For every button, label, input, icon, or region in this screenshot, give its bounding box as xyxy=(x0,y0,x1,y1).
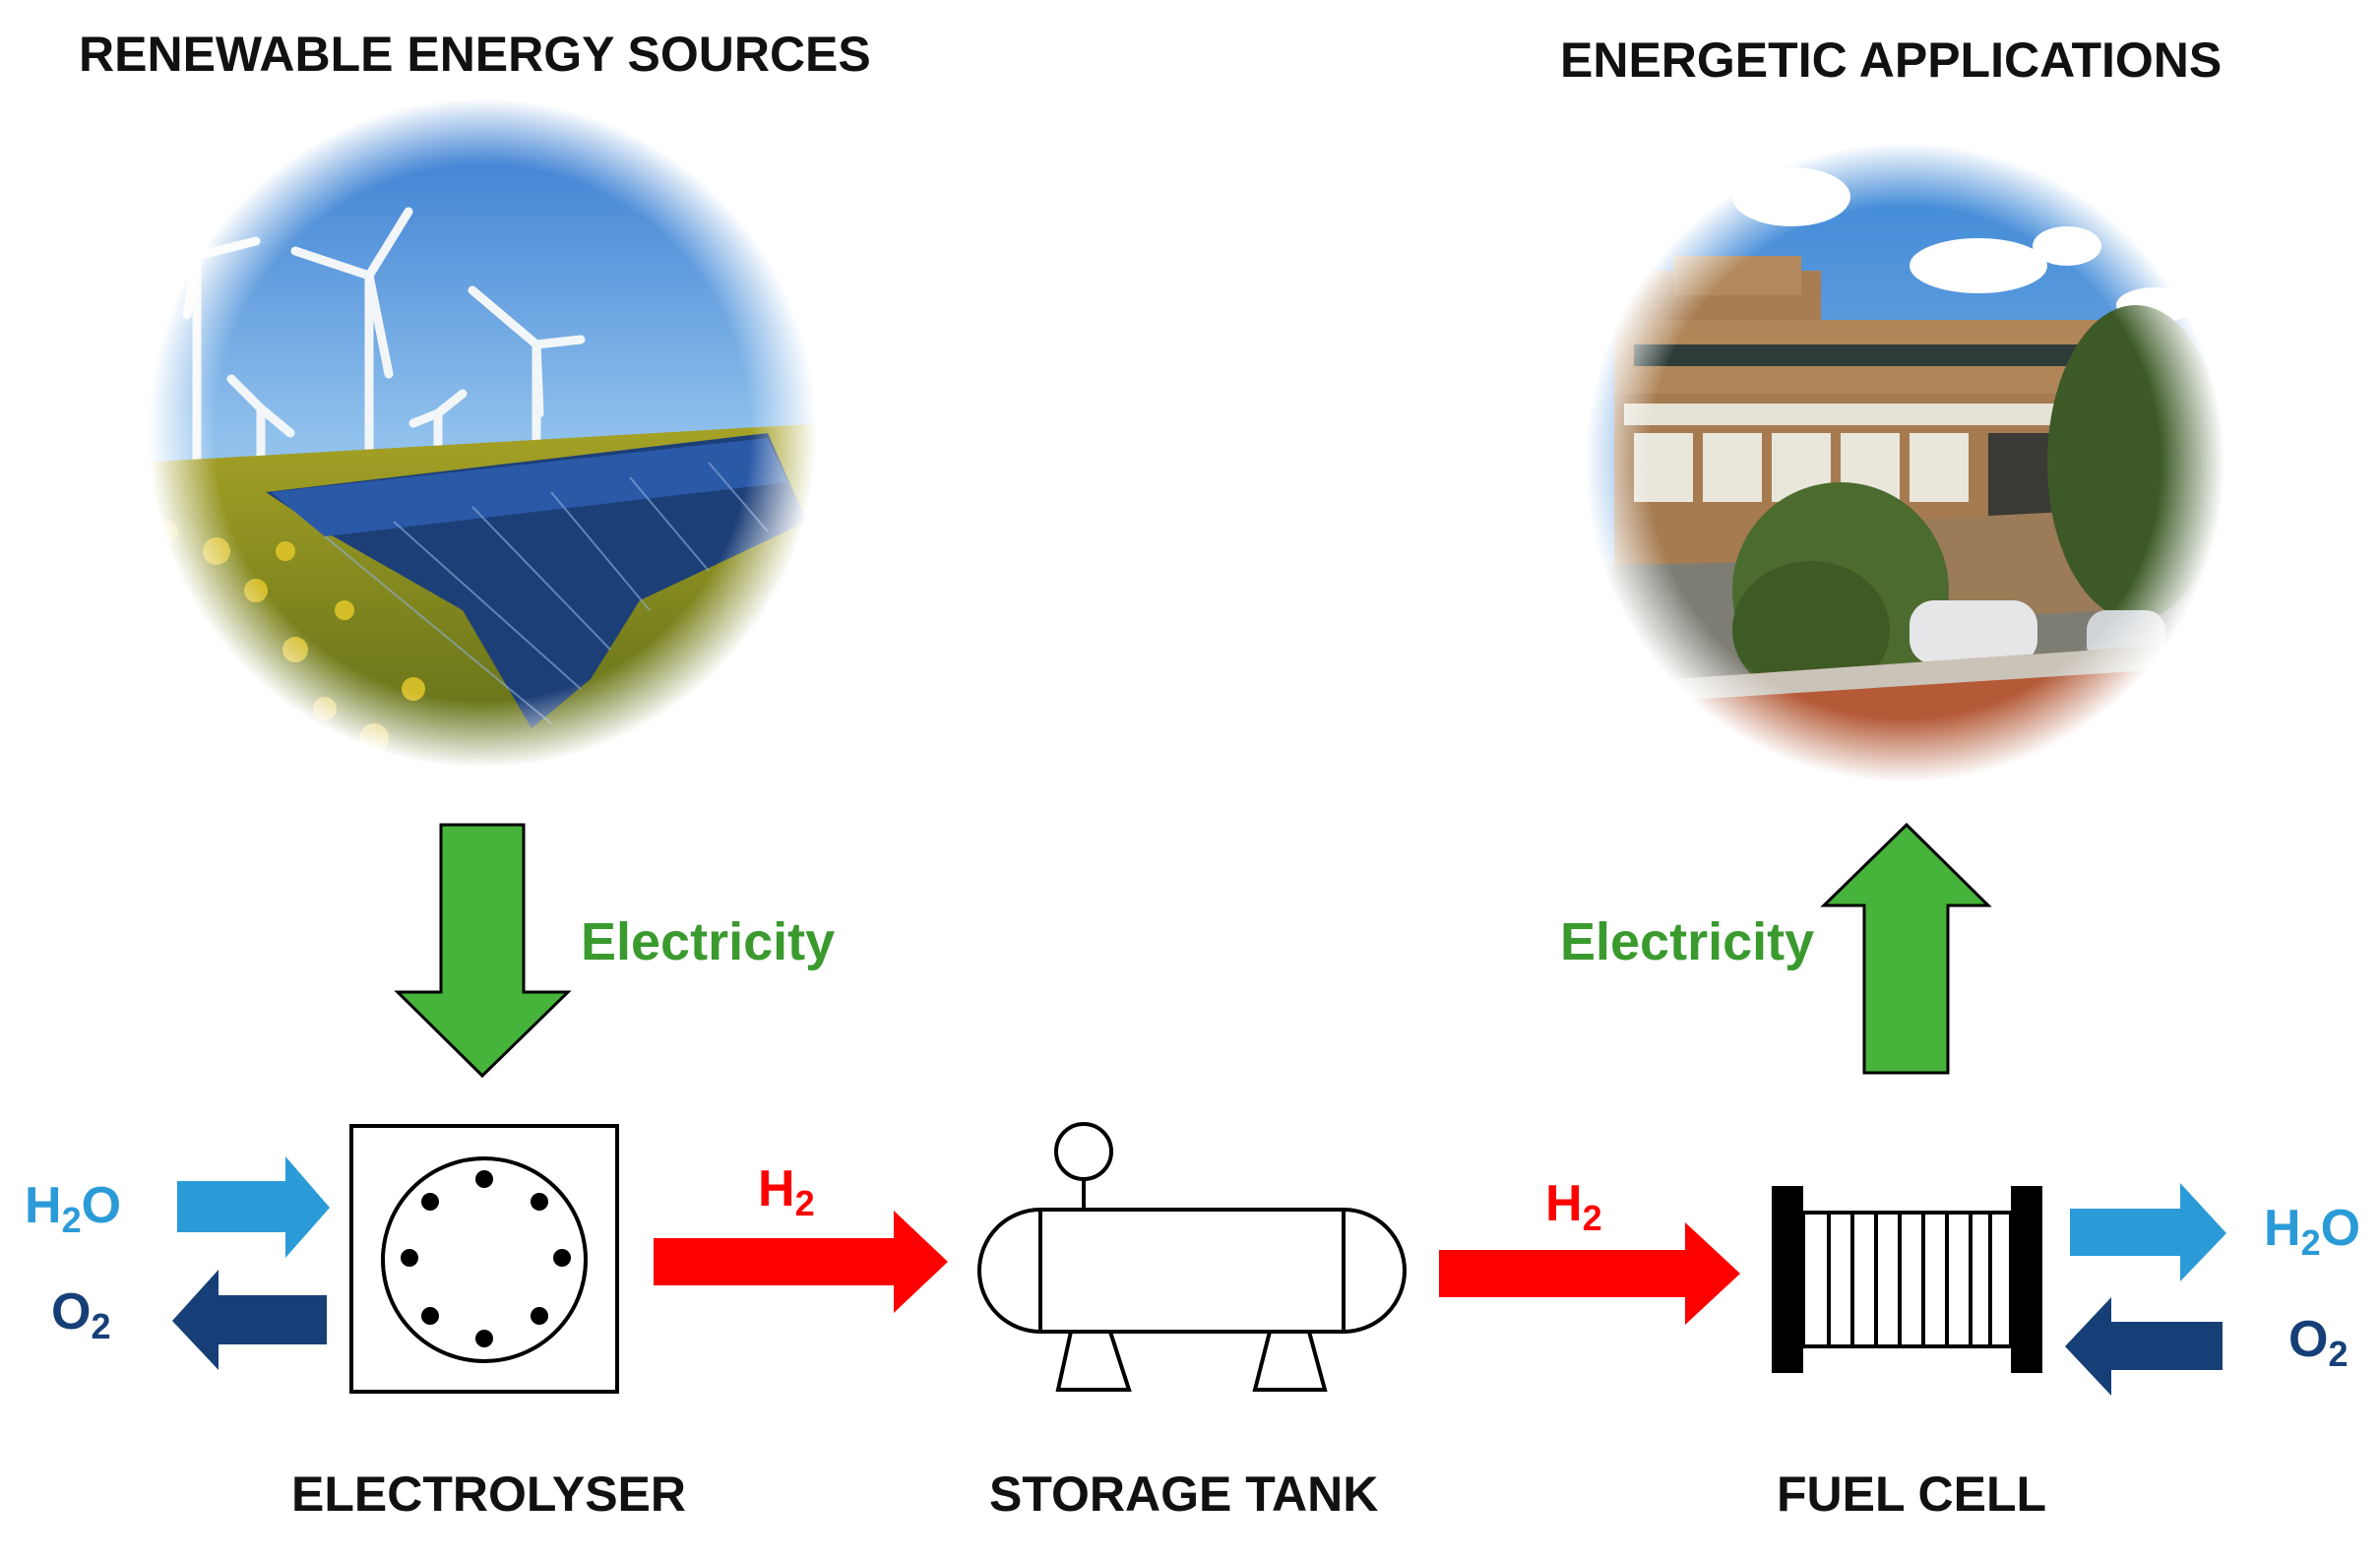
water-out-label: H2O xyxy=(2264,1200,2360,1263)
renewable-sources-title: RENEWABLE ENERGY SOURCES xyxy=(79,27,871,82)
fuel-cell-label: FUEL CELL xyxy=(1777,1466,2046,1522)
electricity-out-label: Electricity xyxy=(1560,912,1814,971)
electricity-in-label: Electricity xyxy=(581,912,835,971)
oxygen-in-arrow xyxy=(2065,1297,2223,1396)
water-in-arrow xyxy=(177,1156,330,1258)
water-out-arrow xyxy=(2070,1183,2226,1281)
oxygen-out-label: O2 xyxy=(51,1283,110,1346)
hydrogen-label-1: H2 xyxy=(758,1160,815,1223)
renewable-sources-photo xyxy=(138,89,827,778)
water-in-label: H2O xyxy=(25,1177,121,1240)
oxygen-out-arrow xyxy=(172,1270,327,1370)
energetic-applications-title: ENERGETIC APPLICATIONS xyxy=(1560,32,2222,88)
electrolyser-label: ELECTROLYSER xyxy=(291,1466,686,1522)
electrolyser-icon xyxy=(349,1124,619,1394)
electricity-in-arrow xyxy=(394,823,572,1079)
hydrogen-to-fuel-cell-arrow xyxy=(1439,1222,1740,1325)
storage-tank-icon xyxy=(977,1122,1407,1392)
electricity-out-arrow xyxy=(1820,822,1992,1075)
hydrogen-to-tank-arrow xyxy=(654,1211,948,1313)
storage-tank-label: STORAGE TANK xyxy=(989,1466,1378,1522)
fuel-cell-icon xyxy=(1772,1186,2042,1373)
energetic-applications-photo xyxy=(1575,138,2244,807)
hydrogen-label-2: H2 xyxy=(1545,1175,1602,1238)
oxygen-in-label: O2 xyxy=(2288,1311,2348,1374)
